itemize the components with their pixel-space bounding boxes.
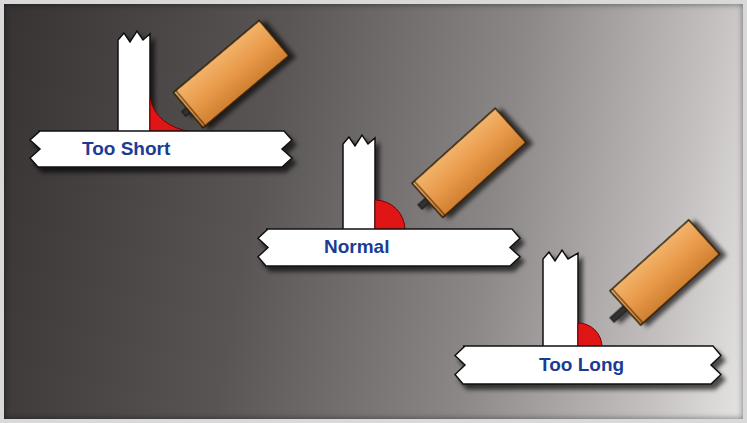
plate-label: Normal — [324, 237, 389, 258]
base-plate: Too Short — [30, 131, 292, 167]
joint-too-short — [118, 20, 289, 132]
upright-plate — [543, 250, 578, 347]
plate-label: Too Long — [539, 355, 624, 376]
joint-too-long — [543, 220, 720, 347]
plate-label: Too Short — [82, 139, 170, 160]
electrode — [405, 108, 526, 224]
weld-bead — [375, 200, 405, 230]
plate-shape — [258, 229, 520, 266]
plate-shape — [455, 346, 721, 384]
electrode — [597, 220, 720, 337]
upright-plate — [343, 135, 375, 230]
weld-bead — [578, 323, 602, 347]
joint-normal — [343, 108, 526, 230]
base-plate: Normal — [258, 229, 520, 266]
electrode — [169, 20, 289, 131]
plate-shape — [30, 131, 292, 167]
base-plate: Too Long — [455, 346, 721, 384]
upright-plate — [118, 31, 150, 132]
